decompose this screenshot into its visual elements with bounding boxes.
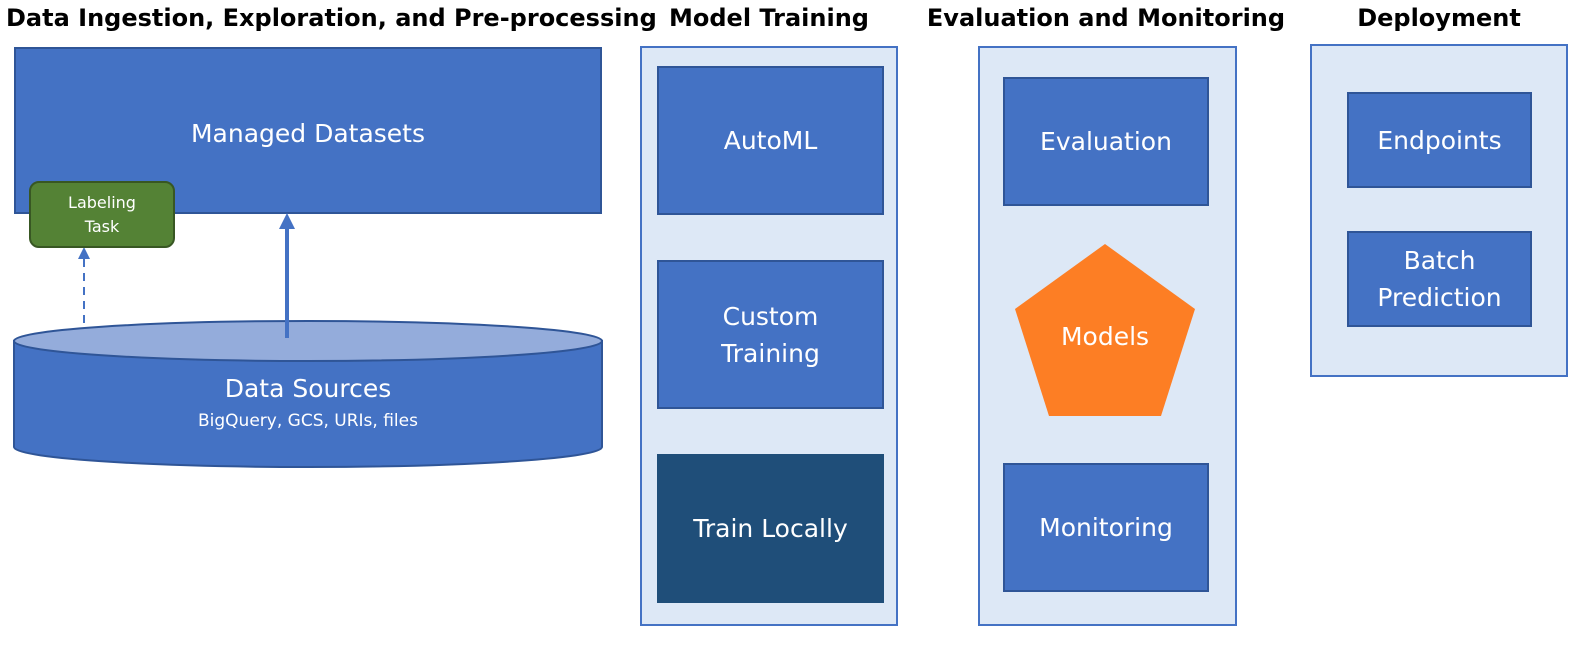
monitoring-label: Monitoring (1039, 513, 1173, 542)
custom-training-line-1: Custom (722, 301, 819, 331)
models-pentagon[interactable] (1015, 244, 1195, 416)
batch-prediction-line-2: Prediction (1377, 283, 1502, 312)
managed-datasets-label: Managed Datasets (190, 119, 426, 148)
train-locally-label: Train Locally (693, 514, 848, 543)
endpoints-label: Endpoints (1377, 125, 1502, 155)
automl-label: AutoML (723, 126, 818, 155)
evaluation-box[interactable]: Evaluation (1003, 77, 1209, 206)
heading-evaluation-monitoring: Evaluation and Monitoring (926, 4, 1286, 32)
data-sources-title: Data Sources (224, 374, 392, 403)
batch-prediction-box[interactable]: Batch Prediction (1347, 231, 1532, 327)
models-label: Models (1060, 322, 1150, 351)
labeling-task-line-2: Task (84, 216, 120, 236)
heading-model-training: Model Training (669, 4, 869, 32)
batch-prediction-line-1: Batch (1403, 246, 1476, 275)
monitoring-box[interactable]: Monitoring (1003, 463, 1209, 592)
automl-box[interactable]: AutoML (657, 66, 884, 215)
solid-arrow-head (279, 213, 295, 229)
train-locally-box[interactable]: Train Locally (657, 454, 884, 603)
evaluation-label: Evaluation (1040, 127, 1172, 156)
labeling-task-box[interactable]: Labeling Task (29, 181, 175, 248)
data-sources-subtitle: BigQuery, GCS, URIs, files (198, 411, 418, 431)
custom-training-box[interactable]: Custom Training (657, 260, 884, 409)
heading-deployment: Deployment (1357, 4, 1521, 32)
endpoints-box[interactable]: Endpoints (1347, 92, 1532, 188)
data-sources-cylinder[interactable] (13, 320, 603, 468)
heading-data-ingestion: Data Ingestion, Exploration, and Pre-pro… (6, 4, 657, 32)
custom-training-line-2: Training (721, 338, 820, 368)
labeling-task-line-1: Labeling (68, 192, 136, 212)
dashed-arrow-head (78, 247, 90, 259)
